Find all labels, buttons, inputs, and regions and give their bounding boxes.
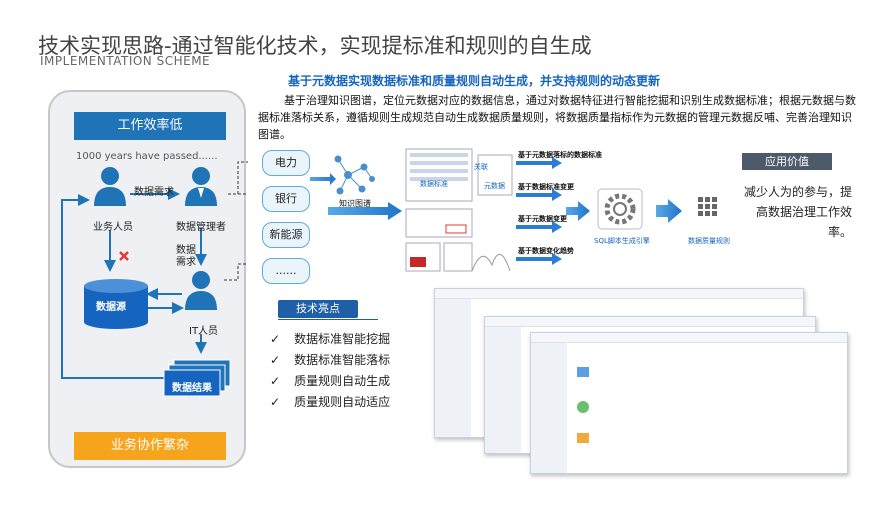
value-tag: 应用价值 xyxy=(742,153,832,170)
engine-label: SQL脚本生成引擎 xyxy=(594,237,650,245)
metadata-doc xyxy=(477,154,513,196)
description: 基于治理知识图谱，定位元数据对应的数据信息，通过对数据特征进行智能挖掘和识别生成… xyxy=(258,94,856,141)
data-need-label-2a: 数据 xyxy=(176,245,196,256)
page-title: 技术实现思路-通过智能化技术，实现提标准和规则的自生成 xyxy=(38,34,592,58)
source-more: ...... xyxy=(262,258,310,284)
source-power: 电力 xyxy=(262,150,310,176)
tech-item: ✓数据标准智能落标 xyxy=(270,353,391,367)
arrow-icon xyxy=(310,173,336,185)
it-user-label: IT人员 xyxy=(189,326,219,337)
step-4: 基于数据变化趋势 xyxy=(518,247,574,255)
data-manager-label: 数据管理者 xyxy=(176,222,226,233)
problem-panel xyxy=(48,90,246,468)
data-standard-doc xyxy=(405,148,473,202)
tech-item: ✓质量规则自动适应 xyxy=(270,395,391,409)
step-3: 基于元数据变更 xyxy=(518,215,567,223)
cross-icon xyxy=(119,251,129,261)
tech-divider xyxy=(278,319,378,320)
check-icon: ✓ xyxy=(270,353,281,367)
check-icon: ✓ xyxy=(270,395,281,409)
low-efficiency-box: 工作效率低 xyxy=(74,112,226,140)
check-icon: ✓ xyxy=(270,332,281,346)
it-user-icon xyxy=(185,271,217,310)
data-standard-label: 数据标准 xyxy=(420,180,448,188)
app-screenshot-front xyxy=(530,332,848,474)
headline: 基于元数据实现数据标准和质量规则自动生成，并支持规则的动态更新 xyxy=(288,74,661,88)
middle-flow-diagram xyxy=(310,148,717,272)
database-icon xyxy=(84,279,148,329)
knowledge-graph-label: 知识图谱 xyxy=(339,199,371,208)
passed-text: 1000 years have passed...... xyxy=(76,151,218,162)
tech-tag: 技术亮点 xyxy=(278,300,358,318)
page-subtitle: IMPLEMENTATION SCHEME xyxy=(40,54,211,68)
left-flow-diagram xyxy=(61,161,248,397)
table-icon xyxy=(698,197,717,216)
source-new-energy: 新能源 xyxy=(262,222,310,248)
tech-item: ✓质量规则自动生成 xyxy=(270,374,391,388)
check-icon: ✓ xyxy=(270,374,281,388)
rules-label: 数据质量规则 xyxy=(688,237,730,245)
source-bank: 银行 xyxy=(262,186,310,212)
documents-icon xyxy=(163,359,231,397)
arrow-icon xyxy=(328,202,402,220)
gear-icon xyxy=(597,188,643,230)
tech-item: ✓数据标准智能挖掘 xyxy=(270,332,391,346)
data-manager-icon xyxy=(185,167,217,206)
relate-label: 关联 xyxy=(474,163,488,171)
business-user-label: 业务人员 xyxy=(93,222,133,233)
step-1: 基于元数据落标的数据标准 xyxy=(518,151,602,159)
metadata-label: 元数据 xyxy=(484,182,505,190)
data-need-label-2b: 需求 xyxy=(176,257,196,268)
data-source-label: 数据源 xyxy=(96,302,126,313)
data-result-label: 数据结果 xyxy=(172,383,212,394)
value-text: 减少人为的参与，提高数据治理工作效率。 xyxy=(743,185,852,239)
step-2: 基于数据标准变更 xyxy=(518,183,574,191)
data-need-label: 数据需求 xyxy=(134,187,174,198)
business-user-icon xyxy=(94,167,126,206)
network-icon xyxy=(334,155,375,195)
complex-collaboration-box: 业务协作繁杂 xyxy=(74,432,226,460)
